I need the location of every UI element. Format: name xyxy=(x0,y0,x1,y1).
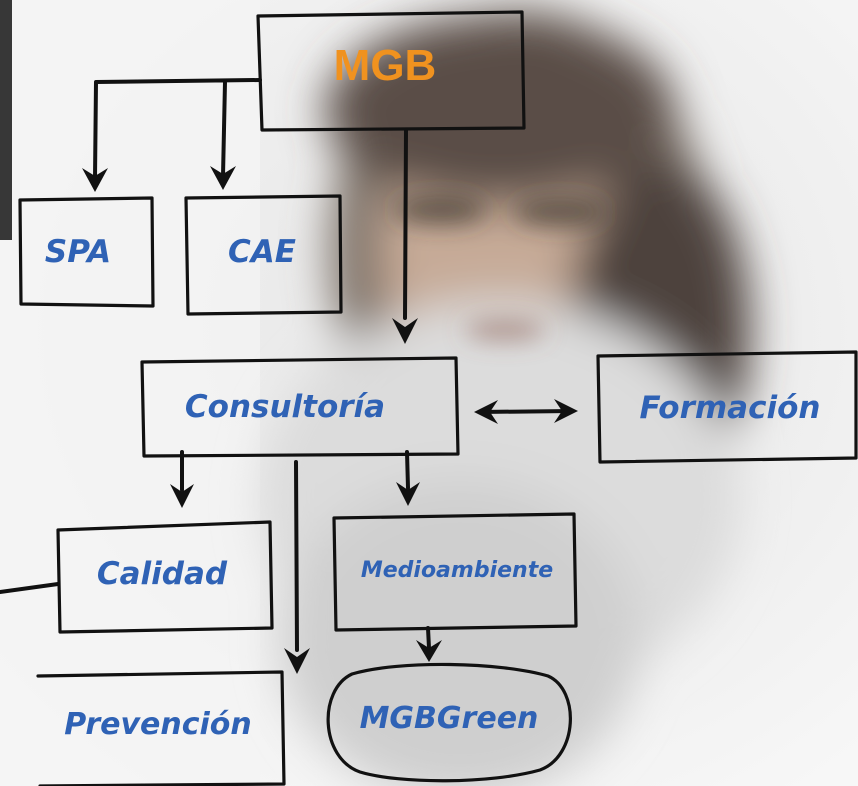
node-prevencion: Prevención xyxy=(36,670,286,786)
node-prevencion-box xyxy=(36,670,286,786)
node-calidad-box xyxy=(56,520,274,634)
connector-left-calidad xyxy=(0,582,60,594)
node-spa: SPA xyxy=(18,196,155,308)
node-medioambiente: Medioambiente xyxy=(332,512,578,632)
node-mgb-label: MGB xyxy=(334,41,437,90)
node-formacion-label: Formación xyxy=(640,390,821,426)
connector-consultoria-prevencion xyxy=(294,460,299,652)
node-prevencion-label: Prevención xyxy=(64,707,252,742)
node-calidad: Calidad xyxy=(56,520,274,634)
arrow-head-formacion-left xyxy=(474,400,498,424)
node-consultoria-box xyxy=(140,356,460,458)
node-medioambiente-label: Medioambiente xyxy=(361,558,553,583)
node-formacion: Formación xyxy=(596,350,858,464)
arrow-head-mgbgreen xyxy=(416,640,442,662)
node-spa-box xyxy=(18,196,155,308)
node-consultoria: Consultoría xyxy=(140,356,460,458)
node-mgb: MGB xyxy=(256,10,526,132)
node-mgbgreen: MGBGreen xyxy=(326,662,572,783)
node-consultoria-label: Consultoría xyxy=(185,389,385,425)
connector-mgb-spa-cae xyxy=(93,78,262,180)
node-mgb-box xyxy=(256,10,526,132)
node-cae-box xyxy=(184,194,343,316)
connector-consultoria-medioambiente xyxy=(405,450,410,490)
connector-mgb-consultoria xyxy=(403,128,408,320)
connector-consultoria-formacion xyxy=(478,409,574,414)
node-medioambiente-box xyxy=(332,512,578,632)
connector-medioambiente-mgbgreen xyxy=(426,626,431,650)
arrow-heads xyxy=(82,166,578,674)
arrow-head-medioambiente xyxy=(396,482,420,506)
arrow-head-consultoria xyxy=(392,318,418,344)
node-spa-label: SPA xyxy=(45,234,111,270)
arrow-head-prevencion xyxy=(284,648,310,674)
node-formacion-box xyxy=(596,350,858,464)
node-mgbgreen-label: MGBGreen xyxy=(360,701,539,736)
arrow-head-formacion-right xyxy=(554,399,578,423)
connectors xyxy=(0,78,574,652)
node-calidad-label: Calidad xyxy=(97,556,228,592)
node-cae: CAE xyxy=(184,194,343,316)
arrow-head-spa xyxy=(82,168,108,192)
arrow-head-cae xyxy=(210,166,236,190)
arrow-head-calidad xyxy=(170,484,194,508)
node-mgbgreen-ellipse xyxy=(326,662,572,783)
node-cae-label: CAE xyxy=(228,234,296,270)
